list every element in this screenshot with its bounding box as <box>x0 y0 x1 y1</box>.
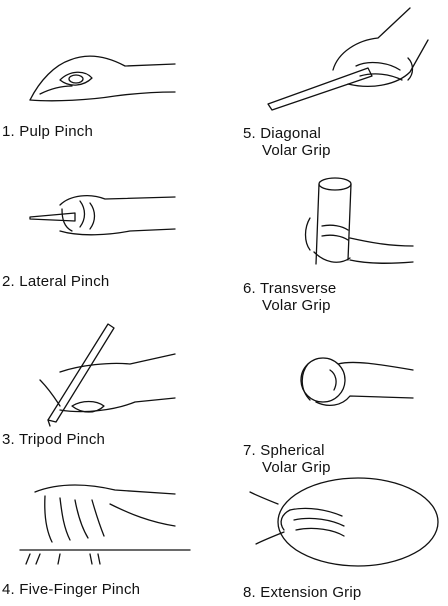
grip-panel-spherical-volar-grip: 7. Spherical Volar Grip <box>238 340 448 480</box>
grip-label-transverse-volar-grip: 6. Transverse Volar Grip <box>243 280 336 314</box>
grip-panel-tripod-pinch: 3. Tripod Pinch <box>0 310 210 450</box>
grip-panel-extension-grip: 8. Extension Grip <box>238 470 448 606</box>
grip-label-diagonal-volar-grip: 5. Diagonal Volar Grip <box>243 125 331 159</box>
lateral-pinch-illustration <box>0 175 210 255</box>
transverse-volar-grip-illustration <box>238 168 448 278</box>
grip-label-extension-grip: 8. Extension Grip <box>243 584 361 601</box>
grip-label-lateral-pinch: 2. Lateral Pinch <box>2 273 109 290</box>
grip-panel-transverse-volar-grip: 6. Transverse Volar Grip <box>238 168 448 328</box>
grip-label-tripod-pinch: 3. Tripod Pinch <box>2 431 105 448</box>
tripod-pinch-illustration <box>0 310 210 430</box>
grip-label-five-finger-pinch: 4. Five-Finger Pinch <box>2 581 140 598</box>
diagonal-volar-grip-illustration <box>238 0 448 120</box>
grip-panel-lateral-pinch: 2. Lateral Pinch <box>0 175 210 295</box>
five-finger-pinch-illustration <box>0 470 210 580</box>
grip-panel-pulp-pinch: 1. Pulp Pinch <box>0 20 210 170</box>
grip-label-pulp-pinch: 1. Pulp Pinch <box>2 123 93 140</box>
grip-panel-diagonal-volar-grip: 5. Diagonal Volar Grip <box>238 0 448 175</box>
spherical-volar-grip-illustration <box>238 340 448 430</box>
pulp-pinch-illustration <box>0 20 210 120</box>
grip-panel-five-finger-pinch: 4. Five-Finger Pinch <box>0 470 210 606</box>
extension-grip-illustration <box>238 470 448 580</box>
